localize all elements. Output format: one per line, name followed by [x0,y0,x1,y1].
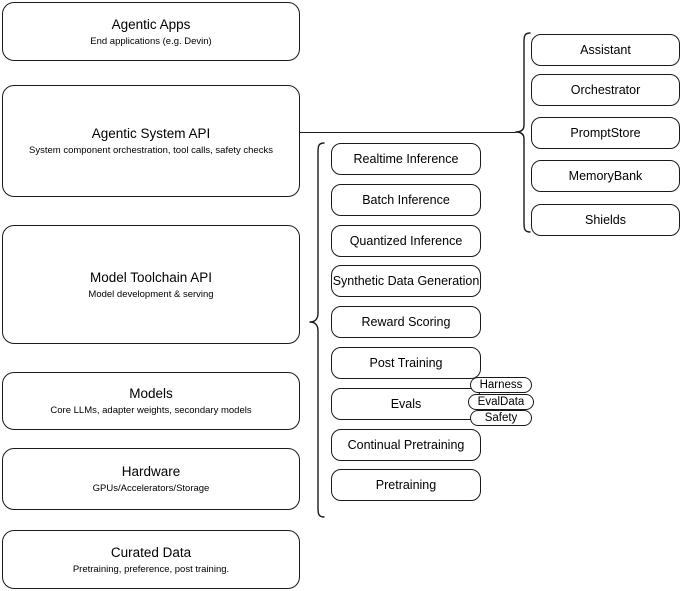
component-box-memorybank[interactable]: MemoryBank [531,160,680,192]
capability-label: Realtime Inference [353,152,459,166]
capability-box-batch-inference[interactable]: Batch Inference [331,184,481,216]
connector-line-system-api-to-components [300,132,516,134]
badge-evaldata[interactable]: EvalData [468,394,534,410]
capability-label: Quantized Inference [349,234,463,248]
component-label: Shields [585,213,626,227]
badge-label: Harness [479,378,523,391]
capability-box-continual-pretraining[interactable]: Continual Pretraining [331,429,481,461]
layer-box-hardware[interactable]: Hardware GPUs/Accelerators/Storage [2,448,300,510]
badge-safety[interactable]: Safety [470,410,532,426]
capability-box-quantized-inference[interactable]: Quantized Inference [331,225,481,257]
component-box-promptstore[interactable]: PromptStore [531,117,680,149]
capability-box-post-training[interactable]: Post Training [331,347,481,379]
component-label: Assistant [580,43,631,57]
layer-subtitle: Pretraining, preference, post training. [72,563,230,575]
layer-title: Models [129,386,173,401]
layer-box-model-toolchain-api[interactable]: Model Toolchain API Model development & … [2,225,300,344]
layer-box-models[interactable]: Models Core LLMs, adapter weights, secon… [2,372,300,430]
component-box-orchestrator[interactable]: Orchestrator [531,74,680,106]
layer-box-curated-data[interactable]: Curated Data Pretraining, preference, po… [2,530,300,589]
curly-brace-system-components [515,32,531,233]
component-label: MemoryBank [568,169,643,183]
layer-title: Model Toolchain API [89,269,213,285]
layer-box-agentic-apps[interactable]: Agentic Apps End applications (e.g. Devi… [2,2,300,61]
capability-label: Pretraining [375,478,437,492]
layer-title: Agentic System API [91,126,211,141]
capability-label: Continual Pretraining [347,438,465,452]
capability-box-realtime-inference[interactable]: Realtime Inference [331,143,481,175]
capability-label: Post Training [369,356,443,370]
layer-box-agentic-system-api[interactable]: Agentic System API System component orch… [2,85,300,197]
capability-box-pretraining[interactable]: Pretraining [331,469,481,501]
component-label: PromptStore [570,126,641,140]
component-box-assistant[interactable]: Assistant [531,34,680,66]
component-label: Orchestrator [570,83,641,97]
layer-subtitle: End applications (e.g. Devin) [90,35,212,47]
curly-brace-toolchain [309,142,325,518]
capability-label: Evals [390,397,422,411]
capability-box-synthetic-data-generation[interactable]: Synthetic Data Generation [331,265,481,297]
layer-title: Curated Data [110,544,192,560]
capability-box-evals[interactable]: Evals [331,388,481,420]
layer-subtitle: Model development & serving [88,288,214,300]
capability-label: Synthetic Data Generation [332,274,480,288]
component-box-shields[interactable]: Shields [531,204,680,236]
layer-subtitle: System component orchestration, tool cal… [29,145,273,156]
layer-subtitle: Core LLMs, adapter weights, secondary mo… [50,405,252,416]
layer-title: Hardware [121,464,181,479]
layer-subtitle: GPUs/Accelerators/Storage [92,483,210,494]
badge-label: EvalData [477,395,525,408]
capability-label: Batch Inference [362,193,450,207]
capability-box-reward-scoring[interactable]: Reward Scoring [331,306,481,338]
capability-label: Reward Scoring [361,315,451,329]
layer-title: Agentic Apps [111,16,191,32]
badge-label: Safety [484,411,518,424]
badge-harness[interactable]: Harness [470,377,532,393]
